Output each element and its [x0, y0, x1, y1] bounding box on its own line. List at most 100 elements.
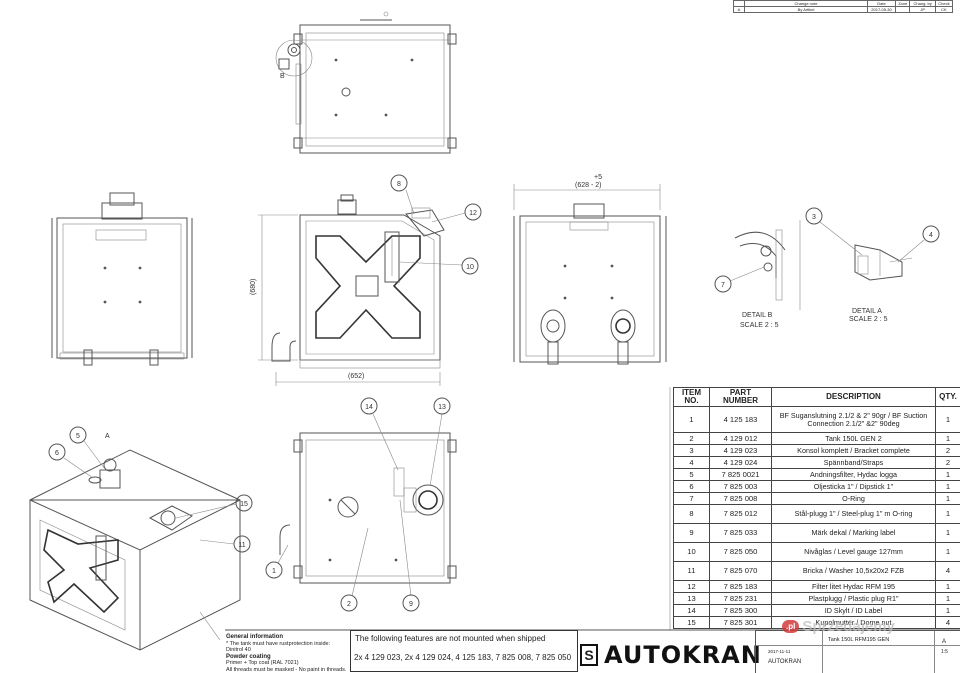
- svg-text:10: 10: [466, 264, 474, 271]
- balloon-14: 14: [361, 398, 398, 470]
- item-no-cell: 6: [674, 481, 710, 493]
- description-cell: Andningsfilter, Hydac logga: [772, 469, 936, 481]
- view-label-a: A: [105, 433, 110, 440]
- shipping-note-parts: 2x 4 129 023, 2x 4 129 024, 4 125 183, 7…: [354, 653, 571, 662]
- svg-text:11: 11: [238, 542, 245, 549]
- description-cell: Spännband/Straps: [772, 457, 936, 469]
- col-description: DESCRIPTION: [772, 388, 936, 407]
- part-number-cell: 7 825 003: [710, 481, 772, 493]
- rev-cell: JP: [910, 7, 935, 13]
- svg-text:14: 14: [365, 404, 373, 411]
- qty-cell: 2: [936, 457, 960, 469]
- description-cell: Bricka / Washer 10,5x20x2 FZB: [772, 562, 936, 581]
- watermark-badge: .pl: [782, 620, 799, 633]
- description-cell: Märk dekal / Marking label: [772, 524, 936, 543]
- part-number-cell: 7 825 008: [710, 493, 772, 505]
- detail-a-view: [855, 245, 912, 280]
- item-no-cell: 9: [674, 524, 710, 543]
- qty-cell: 4: [936, 617, 960, 629]
- svg-text:13: 13: [438, 404, 446, 411]
- rev-cell: By Artikel: [745, 7, 868, 13]
- item-no-cell: 14: [674, 605, 710, 617]
- shipping-note-title: The following features are not mounted w…: [355, 634, 545, 643]
- rev-col-changed-by: Chang. by: [910, 1, 935, 7]
- detail-a-title: DETAIL A: [852, 308, 882, 315]
- item-no-cell: 3: [674, 445, 710, 457]
- qty-cell: 1: [936, 543, 960, 562]
- detail-b-title: DETAIL B: [742, 312, 773, 319]
- general-information: General information * The tank must have…: [226, 634, 348, 673]
- shipping-note: The following features are not mounted w…: [350, 630, 578, 672]
- svg-text:5: 5: [76, 433, 80, 440]
- col-item-no: ITEM NO.: [674, 388, 710, 407]
- item-no-cell: 5: [674, 469, 710, 481]
- balloon-4: 4: [898, 226, 939, 262]
- top-view: [276, 12, 456, 153]
- part-number-cell: 7 825 070: [710, 562, 772, 581]
- description-cell: Konsol komplett / Bracket complete: [772, 445, 936, 457]
- item-no-cell: 1: [674, 407, 710, 433]
- part-number-cell: 7 825 012: [710, 505, 772, 524]
- qty-cell: 1: [936, 524, 960, 543]
- balloon-9: 9: [400, 500, 419, 611]
- rev-cell: 2017-05-30: [868, 7, 896, 13]
- dimension-height: (680): [250, 279, 257, 295]
- part-number-cell: 4 129 023: [710, 445, 772, 457]
- item-no-cell: 12: [674, 581, 710, 593]
- balloon-3: 3: [806, 208, 862, 255]
- col-part-number: PART NUMBER: [710, 388, 772, 407]
- item-no-cell: 10: [674, 543, 710, 562]
- part-number-cell: 7 825 301: [710, 617, 772, 629]
- qty-cell: 1: [936, 433, 960, 445]
- balloon-7: 7: [715, 267, 764, 292]
- svg-text:4: 4: [929, 232, 933, 239]
- general-info-title: General information: [226, 634, 283, 640]
- svg-text:15: 15: [240, 501, 248, 508]
- general-info-line: Primer + Top coat (RAL 7021): [226, 660, 299, 666]
- balloon-6: 6: [49, 444, 93, 478]
- col-qty: QTY.: [936, 388, 960, 407]
- part-number-cell: 7 825 050: [710, 543, 772, 562]
- item-no-cell: 13: [674, 593, 710, 605]
- svg-text:9: 9: [409, 601, 413, 608]
- rev-cell: [896, 7, 910, 13]
- item-no-cell: 11: [674, 562, 710, 581]
- view-label-b: B: [280, 73, 285, 80]
- svg-text:8: 8: [397, 181, 401, 188]
- title-block: Tank 150L RFM195 GEN AUTOKRAN 2017-11-11…: [755, 630, 960, 673]
- balloon-13: 13: [430, 398, 450, 486]
- qty-cell: 2: [936, 445, 960, 457]
- svg-text:7: 7: [721, 282, 725, 289]
- right-side-view: [514, 204, 666, 364]
- description-cell: ID Skylt / ID Label: [772, 605, 936, 617]
- qty-cell: 1: [936, 505, 960, 524]
- description-cell: Oljesticka 1" / Dipstick 1": [772, 481, 936, 493]
- qty-cell: 1: [936, 407, 960, 433]
- detail-b-scale: SCALE 2 : 5: [740, 322, 779, 329]
- title-scale: 1:5: [941, 649, 948, 655]
- part-number-cell: 7 825 033: [710, 524, 772, 543]
- svg-text:3: 3: [812, 214, 816, 221]
- autokran-logo: S AUTOKRAN: [580, 640, 762, 670]
- part-number-cell: 4 125 183: [710, 407, 772, 433]
- rev-cell: CK: [935, 7, 952, 13]
- watermark: .pl Sprzedajemy: [782, 618, 895, 635]
- title-company: AUTOKRAN: [768, 659, 801, 665]
- revision-row: A By Artikel 2017-05-30 JP CK: [734, 7, 953, 13]
- powder-coating-title: Powder coating: [226, 654, 271, 660]
- qty-cell: 1: [936, 469, 960, 481]
- general-info-line: * The tank must have rustprotection insi…: [226, 641, 330, 654]
- part-number-cell: 7 825 300: [710, 605, 772, 617]
- description-cell: Tank 150L GEN 2: [772, 433, 936, 445]
- rev-cell: A: [734, 7, 745, 13]
- isometric-view: [30, 450, 240, 650]
